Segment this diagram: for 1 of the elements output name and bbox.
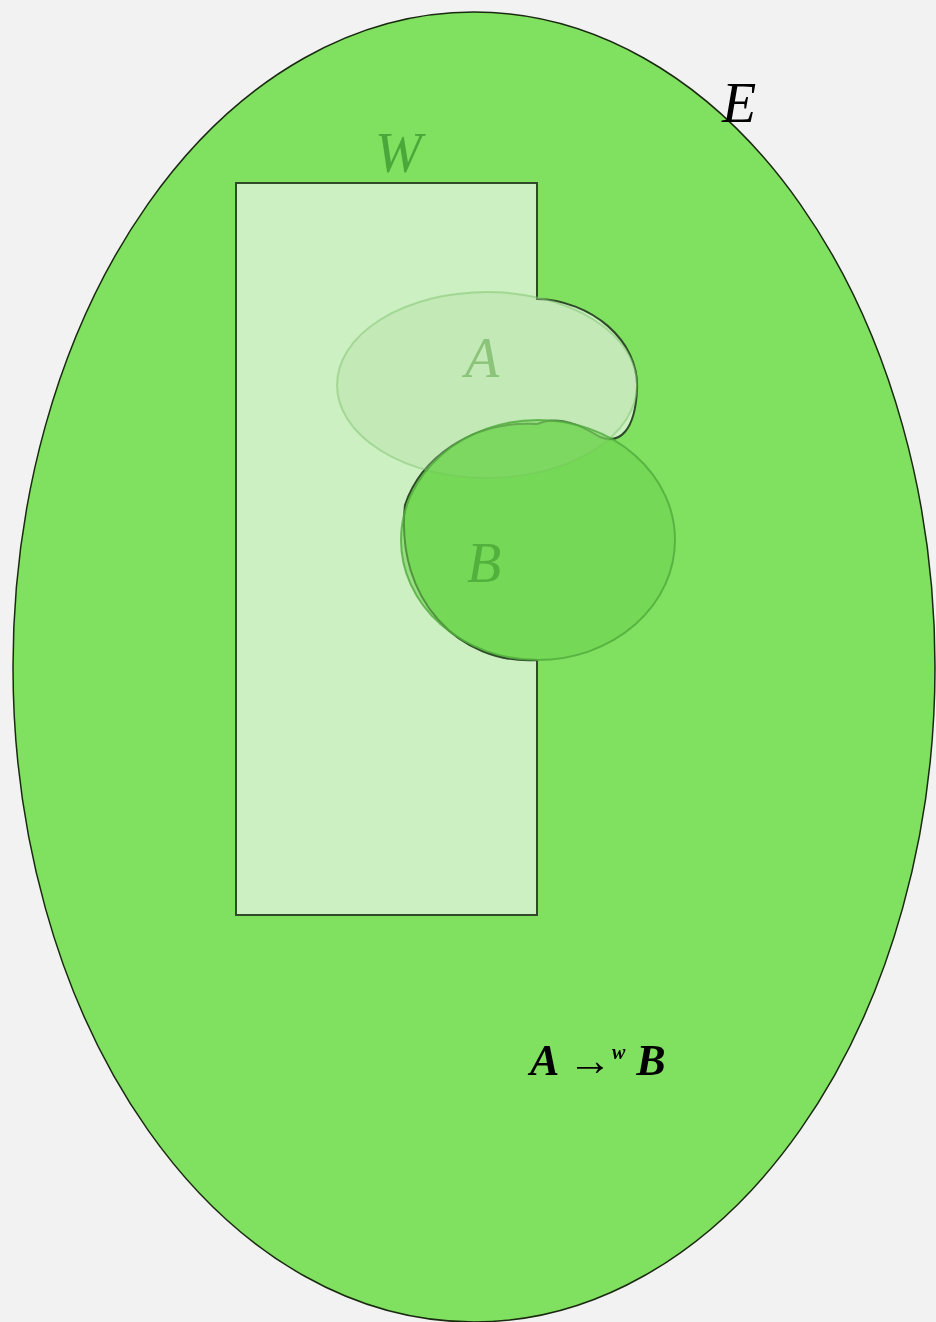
set-label: E [722, 75, 757, 131]
